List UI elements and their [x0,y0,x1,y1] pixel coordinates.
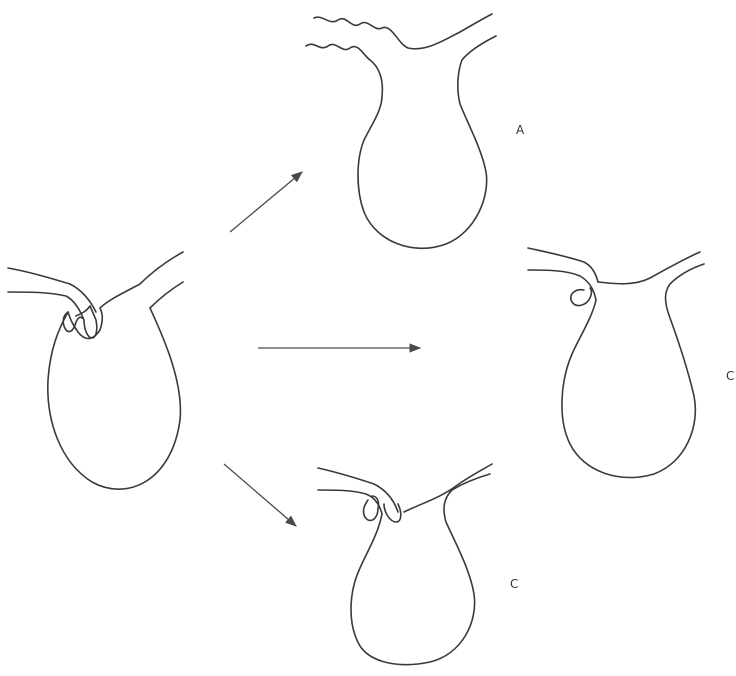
label-c: C [510,577,518,591]
body-outline [358,36,496,248]
duct-right [598,252,700,284]
duct-upper-wall [8,268,96,312]
arrow-to-a [230,172,302,232]
wavy-duct-lower [306,44,382,96]
duct-lower-wall [528,270,596,300]
duct-upper-wall [528,248,598,282]
gallbladder-b [528,248,704,477]
gallbladder-original [8,252,183,489]
wavy-duct-upper [314,14,492,49]
fold [364,496,379,520]
duct-right [404,464,492,512]
body-outline [562,264,704,477]
gallbladder-c [318,464,492,665]
arrow-to-c [224,464,296,526]
fold-inner [384,504,401,522]
duct-lower-wall [318,490,382,514]
duct-lower-wall [8,292,84,320]
fold [571,288,592,305]
gallbladder-a [306,14,496,248]
body-outline [351,474,490,665]
label-a: A [516,123,525,137]
body-outline [48,252,183,489]
label-b: C [726,369,734,383]
